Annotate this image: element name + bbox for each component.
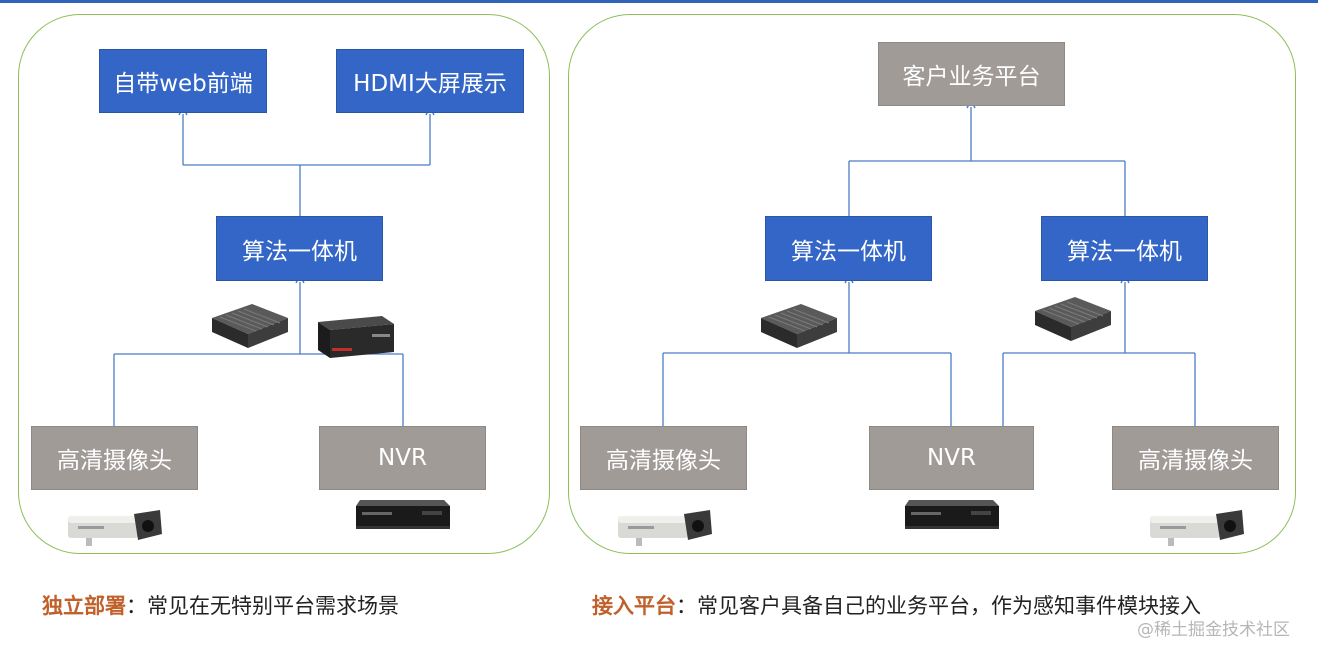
right-panel-platform (568, 14, 1296, 554)
caption-standalone: 独立部署：常见在无特别平台需求场景 (42, 590, 399, 620)
hd-camera-box-right-a: 高清摄像头 (580, 426, 747, 490)
hd-camera-box-right-b: 高清摄像头 (1112, 426, 1279, 490)
nvr-device-icon-right (905, 500, 999, 529)
caption-standalone-key: 独立部署 (42, 594, 126, 618)
server-box-icon (318, 316, 394, 358)
watermark: @稀土掘金技术社区 (1137, 620, 1290, 640)
bullet-camera-icon-right-b (1150, 510, 1244, 546)
algorithm-box-right-b: 算法一体机 (1041, 216, 1208, 281)
mini-pc-icon (212, 304, 288, 348)
hdmi-screen-box: HDMI大屏展示 (336, 49, 524, 113)
nvr-device-icon-left (356, 500, 450, 529)
algorithm-box-left: 算法一体机 (216, 216, 383, 281)
caption-standalone-text: ：常见在无特别平台需求场景 (126, 594, 399, 618)
caption-platform-key: 接入平台 (592, 594, 676, 618)
bullet-camera-icon-left (68, 510, 162, 546)
top-accent-bar (0, 0, 1318, 3)
algorithm-box-right-a: 算法一体机 (765, 216, 932, 281)
caption-platform-text: ：常见客户具备自己的业务平台，作为感知事件模块接入 (676, 594, 1201, 618)
left-panel-standalone (18, 14, 550, 554)
web-frontend-box: 自带web前端 (99, 49, 267, 113)
bullet-camera-icon-right-a (618, 510, 712, 546)
caption-platform: 接入平台：常见客户具备自己的业务平台，作为感知事件模块接入 (592, 590, 1201, 620)
mini-pc-icon-right-b (1035, 297, 1111, 341)
customer-platform-box: 客户业务平台 (878, 42, 1065, 106)
mini-pc-icon-right-a (761, 304, 837, 348)
nvr-box-left: NVR (319, 426, 486, 490)
nvr-box-right: NVR (869, 426, 1034, 490)
hd-camera-box-left: 高清摄像头 (31, 426, 198, 490)
